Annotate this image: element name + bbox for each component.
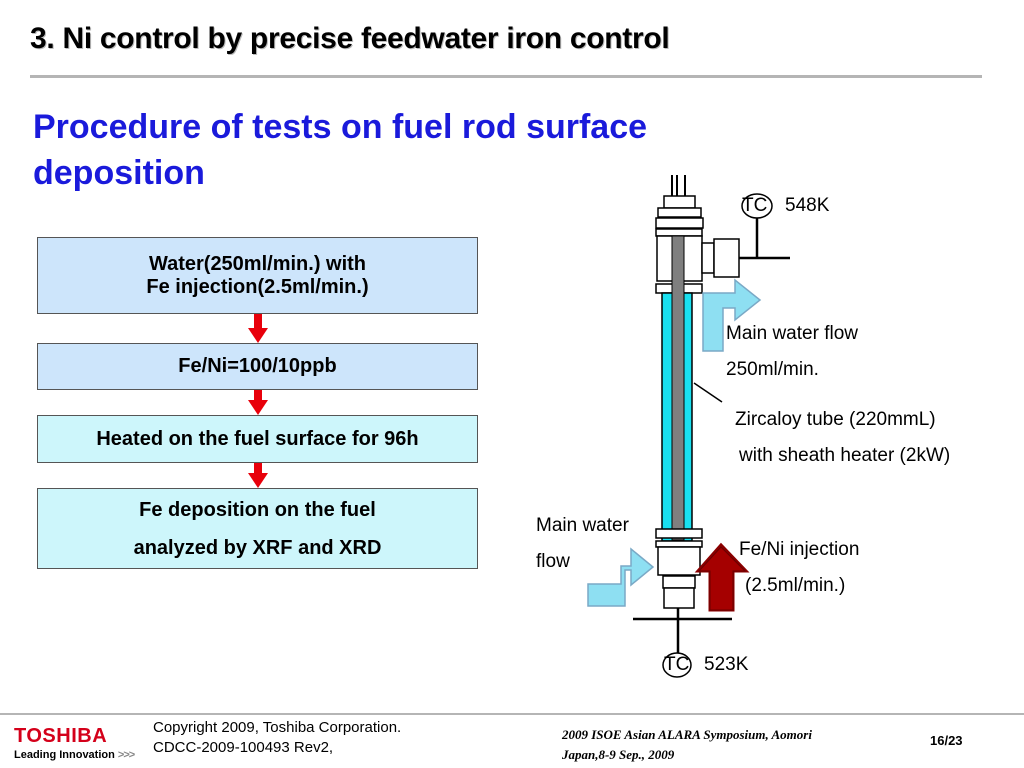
outlet-flow-arrow xyxy=(702,278,762,352)
flow-arrow-1 xyxy=(248,314,268,343)
outlet-flow-rate: 250ml/min. xyxy=(726,359,819,380)
flow-arrow-2 xyxy=(248,390,268,415)
injection-label: Fe/Ni injection xyxy=(739,539,860,560)
slide-subtitle: Procedure of tests on fuel rod surface d… xyxy=(33,108,648,192)
inlet-flow-label-2: flow xyxy=(536,551,570,572)
tc-bottom-label: TC xyxy=(664,654,690,675)
toshiba-logo: TOSHIBA xyxy=(14,725,108,747)
flow-step-3-line-1: Heated on the fuel surface for 96h xyxy=(96,427,419,450)
injection-arrow xyxy=(694,542,750,612)
symposium-info: 2009 ISOE Asian ALARA Symposium, Aomori … xyxy=(562,725,907,765)
tube-label: Zircaloy tube (220mmL) xyxy=(735,409,936,430)
tagline-text: Leading Innovation xyxy=(14,749,115,761)
bottom-thermocouple-circle xyxy=(662,652,692,678)
top-thermocouple-circle xyxy=(741,193,773,219)
copyright-line-2: CDCC-2009-100493 Rev2, xyxy=(153,739,334,756)
flow-step-1-line-2: Fe injection(2.5ml/min.) xyxy=(146,275,369,298)
page-number: 16/23 xyxy=(930,733,963,748)
copyright-line-1: Copyright 2009, Toshiba Corporation. xyxy=(153,719,402,736)
slide-title: 3. Ni control by precise feedwater iron … xyxy=(30,22,670,55)
flow-step-4-line-1: Fe deposition on the fuel xyxy=(139,498,376,521)
flow-step-4-line-2: analyzed by XRF and XRD xyxy=(133,536,382,559)
title-divider xyxy=(30,75,982,78)
symposium-line-2: Japan,8-9 Sep., 2009 xyxy=(562,747,675,762)
top-thermocouple-lead xyxy=(739,218,790,260)
flow-step-1: Water(250ml/min.) with Fe injection(2.5m… xyxy=(37,237,478,314)
bottom-fitting xyxy=(655,528,703,609)
tube-leader-line xyxy=(693,382,723,403)
flow-step-2: Fe/Ni=100/10ppb xyxy=(37,343,478,390)
flow-arrow-3 xyxy=(248,463,268,488)
tagline-chevrons-icon: >>> xyxy=(117,749,135,761)
footer-divider xyxy=(0,713,1024,715)
outlet-flow-label: Main water flow xyxy=(726,323,858,344)
tc-top-temperature: 548K xyxy=(785,195,830,216)
flow-step-2-line-1: Fe/Ni=100/10ppb xyxy=(178,355,337,377)
bottom-thermocouple-lead xyxy=(633,608,732,654)
tc-bottom-temperature: 523K xyxy=(704,654,749,675)
inlet-flow-arrow xyxy=(587,547,655,607)
heater-label: with sheath heater (2kW) xyxy=(739,445,951,466)
flow-step-3: Heated on the fuel surface for 96h xyxy=(37,415,478,463)
flow-step-1-line-1: Water(250ml/min.) with xyxy=(148,252,367,275)
sheath-heater xyxy=(671,235,685,541)
inlet-flow-label: Main water xyxy=(536,515,629,536)
top-fitting xyxy=(655,195,740,294)
brand-tagline: Leading Innovation >>> xyxy=(14,749,135,761)
copyright-notice: Copyright 2009, Toshiba Corporation. CDC… xyxy=(153,718,401,758)
symposium-line-1: 2009 ISOE Asian ALARA Symposium, Aomori xyxy=(562,727,812,742)
injection-rate: (2.5ml/min.) xyxy=(745,575,846,596)
tc-top-label: TC xyxy=(742,195,768,216)
flow-step-4: Fe deposition on the fuel analyzed by XR… xyxy=(37,488,478,569)
